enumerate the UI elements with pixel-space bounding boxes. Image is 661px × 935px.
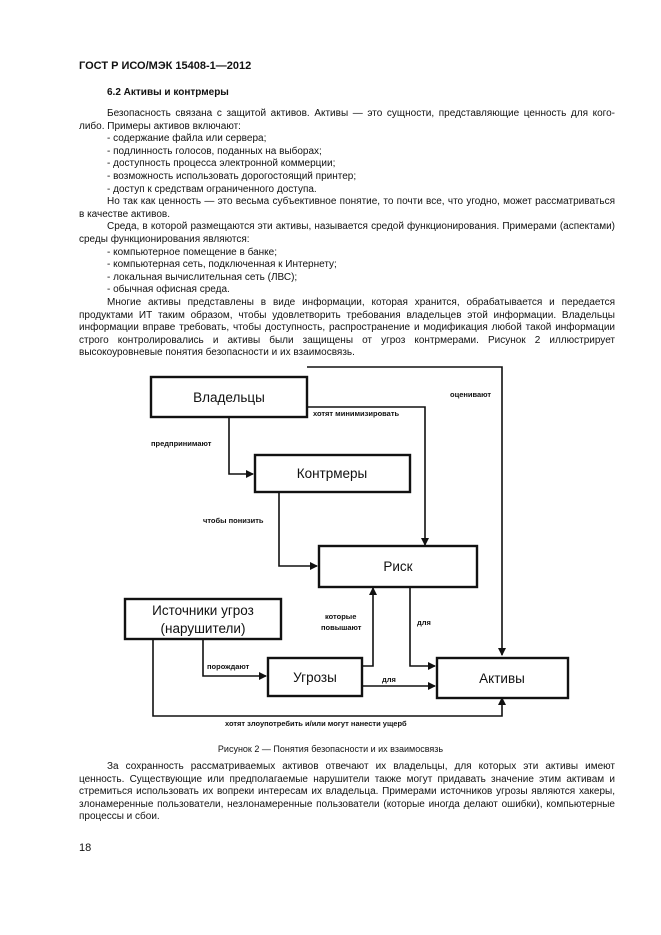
edge-owners-risk — [307, 406, 429, 546]
paragraph: Но так как ценность — это весьма субъект… — [79, 196, 615, 220]
edge-sources-assets — [152, 639, 506, 717]
section-title: 6.2 Активы и контрмеры — [107, 87, 229, 98]
generate-label: порождают — [207, 662, 250, 671]
edge-countermeasures-risk — [278, 492, 318, 570]
list-item: компьютерная сеть, подключенная к Интерн… — [107, 259, 615, 272]
assets-label: Активы — [479, 671, 525, 686]
box-threats — [266, 656, 364, 698]
threat-sources-label-line1: Источники угроз — [152, 603, 254, 618]
value-label: оценивают — [450, 390, 491, 399]
for-threats-assets-label: для — [382, 675, 396, 684]
edge-sources-threats — [202, 639, 267, 680]
list-item: локальная вычислительная сеть (ЛВС); — [107, 272, 615, 285]
text-block-intro: Безопасность связана с защитой активов. … — [79, 108, 615, 360]
threat-sources-label-line2: (нарушители) — [161, 621, 246, 636]
edge-owners-countermeasures — [228, 417, 254, 478]
list-item: содержание файла или сервера; — [107, 133, 615, 146]
want-minimize-label: хотят минимизировать — [313, 409, 400, 418]
box-owners — [149, 375, 309, 419]
increase-label-line1: которые — [325, 612, 356, 621]
list-item: возможность использовать дорогостоящий п… — [107, 171, 615, 184]
threats-label: Угрозы — [293, 670, 337, 685]
paragraph: Безопасность связана с защитой активов. … — [79, 108, 615, 132]
risk-label: Риск — [383, 559, 412, 574]
paragraph: Среда, в которой размещаются эти активы,… — [79, 221, 615, 245]
list-item: обычная офисная среда. — [107, 284, 615, 297]
document-header: ГОСТ Р ИСО/МЭК 15408-1—2012 — [79, 60, 252, 72]
box-countermeasures — [253, 453, 412, 494]
list-item: компьютерное помещение в банке; — [107, 247, 615, 260]
edge-risk-assets — [409, 587, 436, 670]
page-number: 18 — [79, 842, 92, 854]
box-risk — [317, 544, 479, 589]
to-reduce-label: чтобы понизить — [203, 516, 264, 525]
asset-examples-list: содержание файла или сервера; подлинност… — [79, 133, 615, 196]
increase-label-line2: повышают — [321, 623, 362, 632]
paragraph: Многие активы представлены в виде информ… — [79, 296, 615, 359]
list-item: доступ к средствам ограниченного доступа… — [107, 184, 615, 197]
countermeasures-label: Контрмеры — [297, 466, 368, 481]
text-block-threats: За сохранность рассматриваемых активов о… — [79, 761, 615, 824]
box-threat-sources — [123, 597, 283, 641]
paragraph: За сохранность рассматриваемых активов о… — [79, 761, 615, 823]
box-assets — [435, 656, 570, 700]
list-item: подлинность голосов, поданных на выборах… — [107, 146, 615, 159]
for-risk-assets-label: для — [417, 618, 431, 627]
environment-examples-list: компьютерное помещение в банке; компьюте… — [79, 247, 615, 297]
edge-owners-assets — [307, 366, 506, 656]
take-label: предпринимают — [151, 439, 212, 448]
edge-threats-risk — [362, 587, 377, 667]
owners-label: Владельцы — [193, 390, 265, 405]
want-abuse-label: хотят злоупотребить и/или могут нанести … — [225, 719, 407, 728]
figure-caption: Рисунок 2 — Понятия безопасности и их вз… — [217, 744, 444, 754]
list-item: доступность процесса электронной коммерц… — [107, 158, 615, 171]
